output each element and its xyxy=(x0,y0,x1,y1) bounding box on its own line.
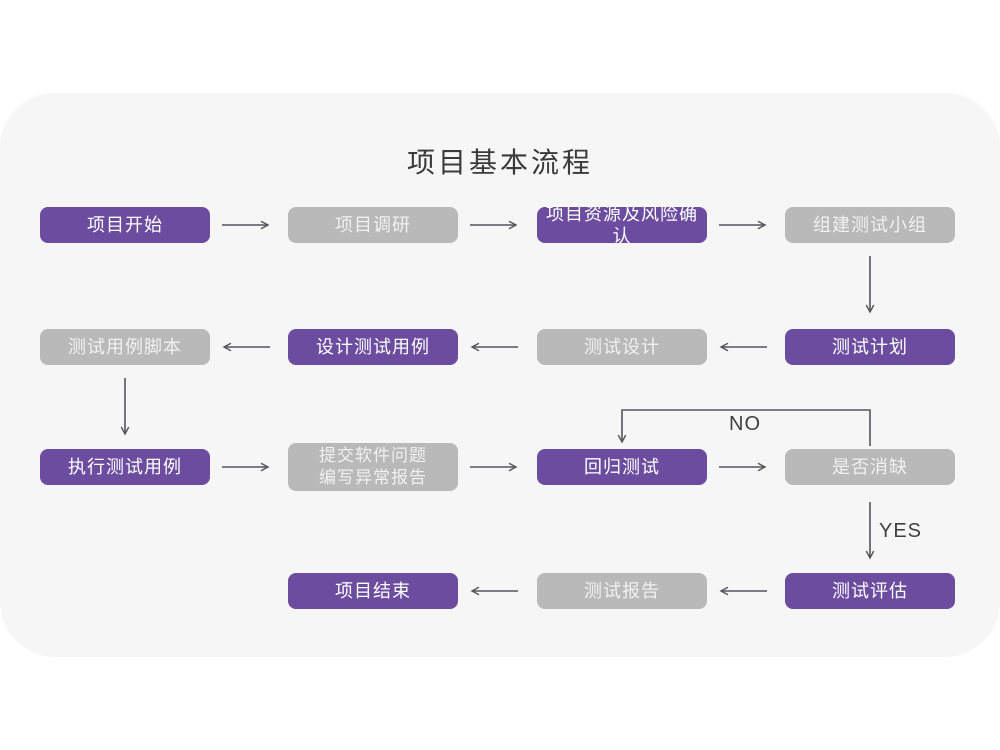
node-design-test-cases: 设计测试用例 xyxy=(288,329,458,365)
page-title: 项目基本流程 xyxy=(406,147,593,178)
node-defect-cleared: 是否消缺 xyxy=(785,449,955,485)
node-form-test-team: 组建测试小组 xyxy=(785,207,955,243)
node-resources-risk-confirm: 项目资源及风险确认 xyxy=(537,204,707,246)
node-project-end: 项目结束 xyxy=(288,573,458,609)
node-project-start: 项目开始 xyxy=(40,207,210,243)
node-test-report: 测试报告 xyxy=(537,573,707,609)
node-test-evaluation: 测试评估 xyxy=(785,573,955,609)
node-execute-test-cases: 执行测试用例 xyxy=(40,449,210,485)
node-test-plan: 测试计划 xyxy=(785,329,955,365)
branch-label-yes: YES xyxy=(879,520,923,542)
flowchart-card xyxy=(0,93,1000,657)
node-test-design: 测试设计 xyxy=(537,329,707,365)
node-project-research: 项目调研 xyxy=(288,207,458,243)
node-regression-test: 回归测试 xyxy=(537,449,707,485)
node-submit-issues-report: 提交软件问题 编写异常报告 xyxy=(288,443,458,491)
node-test-case-scripts: 测试用例脚本 xyxy=(40,329,210,365)
branch-label-no: NO xyxy=(729,413,761,435)
